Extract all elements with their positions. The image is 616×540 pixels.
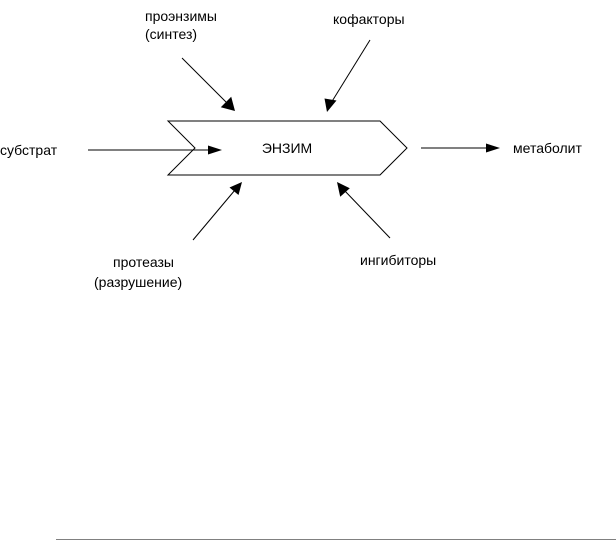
- enzyme-label: ЭНЗИМ: [262, 140, 312, 156]
- proteases-arrow: [193, 182, 242, 240]
- inhibitors-arrow: [337, 182, 390, 238]
- proteases-sublabel: (разрушение): [94, 274, 182, 290]
- cofactors-arrow: [325, 40, 371, 112]
- proenzymes-arrow: [182, 58, 235, 111]
- proenzymes-label: проэнзимы: [145, 8, 217, 24]
- cofactors-label: кофакторы: [333, 11, 405, 27]
- metabolite-arrow: [421, 144, 500, 153]
- inhibitors-label: ингибиторы: [360, 252, 436, 268]
- metabolite-label: метаболит: [513, 140, 582, 156]
- substrate-label: субстрат: [0, 142, 58, 158]
- proteases-label: протеазы: [113, 254, 174, 270]
- proenzymes-sublabel: (синтез): [145, 26, 197, 42]
